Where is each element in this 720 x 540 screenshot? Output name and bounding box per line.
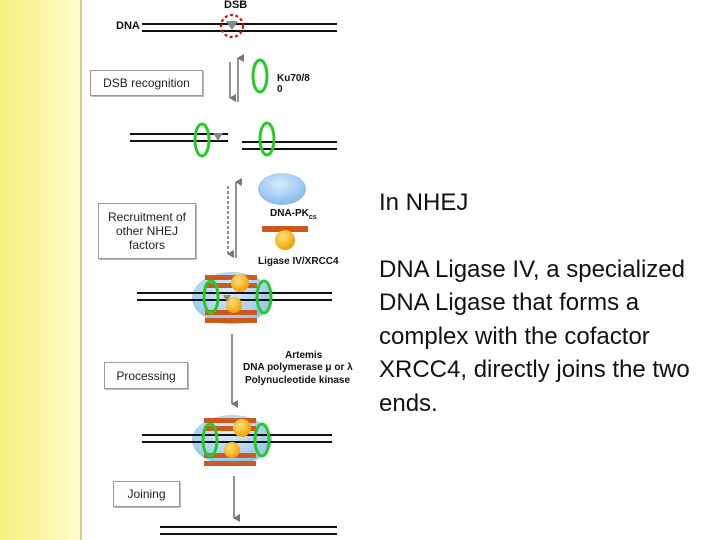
dna-label: DNA xyxy=(116,20,140,32)
dsb-label: DSB xyxy=(224,0,248,11)
stripe-divider xyxy=(80,0,82,540)
ku-label: Ku70/8 0 xyxy=(277,73,310,95)
spacer xyxy=(379,220,715,253)
dnapk-label-sub: cs xyxy=(308,214,317,221)
ku-ring-icon xyxy=(193,122,211,158)
joined-dna xyxy=(160,526,337,535)
ligase-label: Ligase IV/XRCC4 xyxy=(258,256,339,267)
processed-complex xyxy=(142,415,332,466)
dnapk-label: DNA-PKcs xyxy=(270,208,317,223)
dnapk-blob-icon xyxy=(258,173,306,205)
pathway-graphic xyxy=(130,13,337,535)
broken-dna-with-ku xyxy=(130,121,337,158)
heading-text: In NHEJ xyxy=(379,189,469,216)
body-text: DNA Ligase IV, a specialized DNA Ligase … xyxy=(379,255,690,417)
nhej-pathway-diagram: DSB DNA Ku70/8 0 DNA-PKcs Ligase IV/XRCC… xyxy=(82,0,372,540)
stage-joining: Joining xyxy=(113,481,180,507)
dna-with-dsb xyxy=(142,13,337,39)
artemis-label: Artemis xyxy=(285,350,323,361)
synaptic-complex xyxy=(137,272,332,324)
decorative-side-stripe xyxy=(0,0,80,540)
stage-recruitment: Recruitment of other NHEJ factors xyxy=(98,203,196,259)
pnk-label: Polynucleotide kinase xyxy=(245,375,351,386)
stage-processing: Processing xyxy=(104,362,188,389)
ku-ring-icon xyxy=(258,121,276,157)
explanation-text: In NHEJ DNA Ligase IV, a specialized DNA… xyxy=(379,186,715,420)
xrcc4-ball-icon xyxy=(275,230,295,250)
dnapk-label-main: DNA-PK xyxy=(270,208,309,219)
polymerase-label: DNA polymerase μ or λ xyxy=(243,362,353,373)
stage-dsb-recognition: DSB recognition xyxy=(90,70,203,96)
ku-ring-icon xyxy=(251,58,269,94)
ligase-bar-icon xyxy=(262,226,308,232)
dsb-marker-circle xyxy=(219,13,245,39)
